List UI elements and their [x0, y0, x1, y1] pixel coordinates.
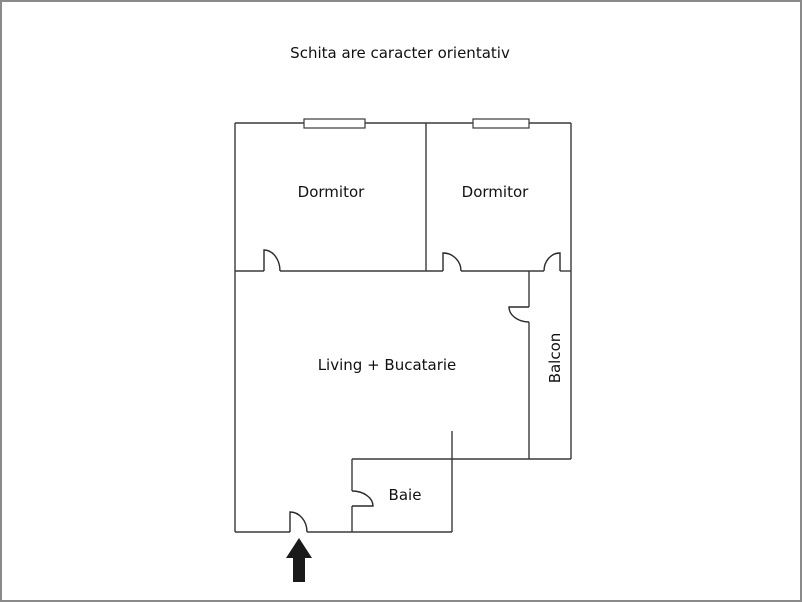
window-bedroom-right — [472, 118, 530, 129]
room-label-bedroom-right: Dormitor — [462, 183, 529, 201]
door-entrance — [289, 511, 308, 533]
door-bedroom-left — [263, 249, 281, 272]
door-bathroom — [351, 490, 374, 507]
room-label-bathroom: Baie — [389, 486, 422, 504]
room-label-balcony: Balcon — [546, 333, 564, 384]
room-label-bedroom-left: Dormitor — [298, 183, 365, 201]
window-bedroom-left — [303, 118, 366, 129]
door-balcony-side — [508, 306, 530, 323]
doors — [263, 249, 561, 533]
walls — [234, 122, 572, 533]
arrow-up-icon — [286, 538, 312, 582]
plan-title: Schita are caracter orientativ — [290, 44, 510, 62]
door-balcony-top — [543, 252, 561, 272]
room-label-living: Living + Bucatarie — [318, 356, 457, 374]
door-bedroom-right — [442, 252, 462, 272]
